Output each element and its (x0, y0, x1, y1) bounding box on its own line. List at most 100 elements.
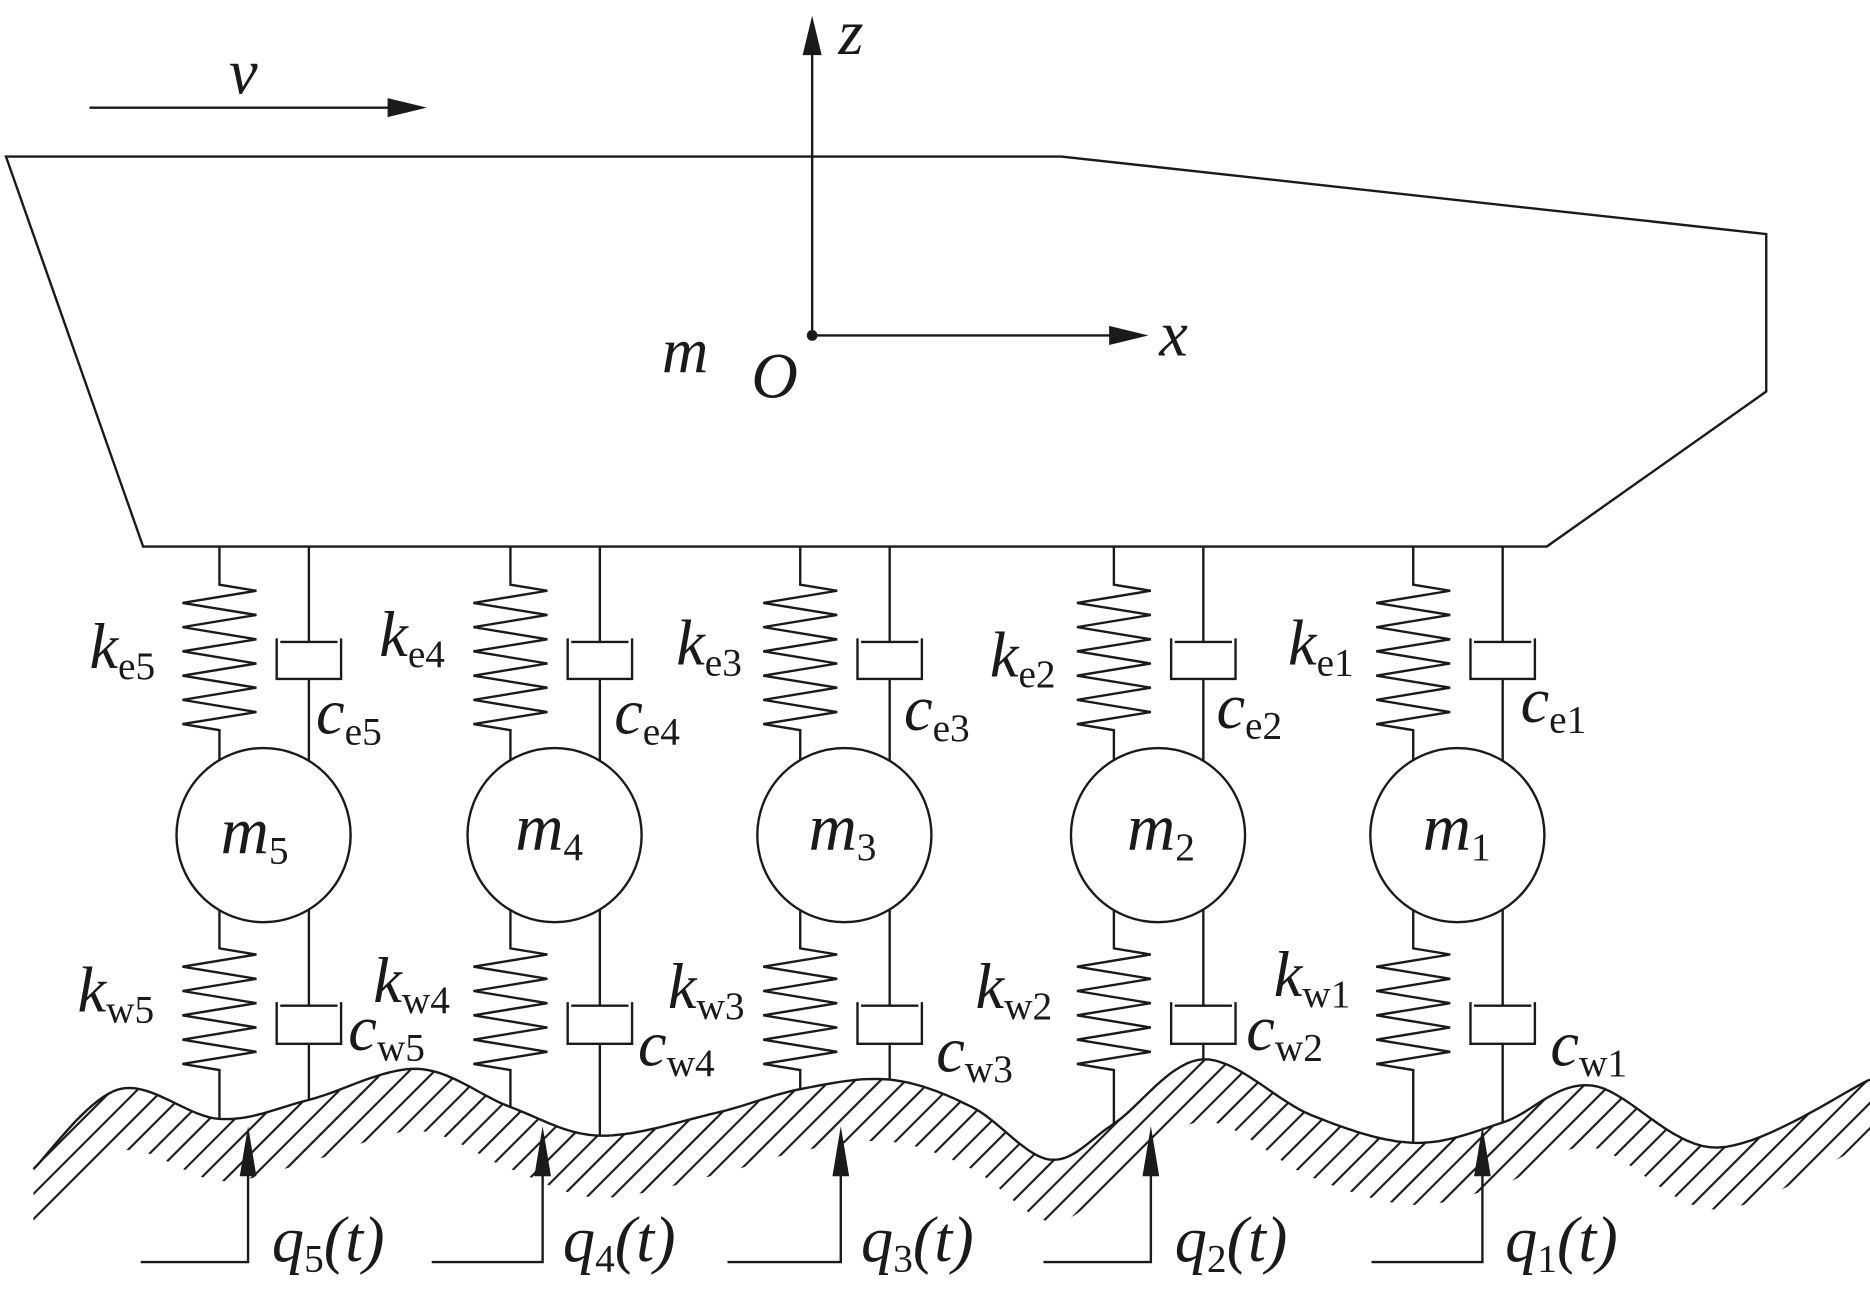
lower-damper-label-4-symbol: c (638, 1008, 667, 1079)
lower-spring-label-1-subscript: w1 (1302, 972, 1350, 1016)
excitation-label-3: q3(t) (861, 1204, 974, 1281)
upper-spring-label-3: ke3 (676, 608, 742, 685)
excitation-arrow-3 (727, 1126, 850, 1264)
x-axis-arrow-head (1109, 325, 1149, 345)
excitation-arrow-head-2 (1142, 1126, 1160, 1177)
upper-damper-label-3: ce3 (904, 673, 970, 750)
wheel-mass-2 (1069, 746, 1247, 924)
excitation-label-4-argument: (t) (615, 1204, 676, 1275)
velocity-arrow-head (387, 98, 427, 118)
lower-spring-label-5: kw5 (78, 955, 155, 1032)
upper-damper-1 (1469, 546, 1537, 761)
lower-spring-label-1: kw1 (1274, 939, 1351, 1016)
lower-spring-2 (1076, 910, 1152, 1124)
lower-spring-label-3-subscript: w3 (696, 984, 744, 1028)
excitation-arrow-base-2 (1043, 1171, 1153, 1264)
lower-spring-label-4-symbol: k (373, 945, 403, 1016)
excitation-label-2-symbol: q (1175, 1204, 1207, 1275)
excitation-arrow-4 (431, 1126, 551, 1264)
wheel-mass-label-3-subscript: 3 (857, 825, 877, 869)
upper-spring-label-5: ke5 (89, 611, 155, 688)
z-axis-label: z (837, 0, 863, 68)
lower-spring-label-3-symbol: k (668, 951, 698, 1022)
lower-damper-label-5-subscript: w5 (377, 1026, 425, 1070)
excitation-arrow-head-5 (239, 1126, 257, 1177)
wheel-mass-label-5: m5 (221, 794, 289, 873)
wheel-mass-label-4-subscript: 4 (563, 825, 583, 869)
upper-spring-label-2: ke2 (990, 620, 1056, 697)
excitation-label-2: q2(t) (1175, 1204, 1288, 1281)
lower-spring-5 (182, 910, 257, 1119)
upper-damper-label-5: ce5 (316, 677, 382, 754)
ground (32, 1058, 1870, 1232)
lower-spring-label-2-subscript: w2 (1004, 984, 1052, 1028)
wheel-mass-label-2-symbol: m (1127, 790, 1175, 864)
upper-damper-label-2: ce2 (1216, 671, 1282, 748)
upper-damper-label-1-subscript: e1 (1549, 698, 1586, 742)
origin-dot (806, 330, 818, 341)
coordinate-axes (802, 15, 1149, 345)
upper-spring-label-5-symbol: k (89, 611, 119, 682)
upper-damper-3 (856, 546, 924, 761)
wheel-mass-label-3-symbol: m (809, 790, 857, 864)
lower-damper-label-4: cw4 (638, 1008, 715, 1085)
road-profile-line (32, 1058, 1870, 1170)
origin-label: O (751, 340, 798, 411)
upper-damper-label-4-symbol: c (614, 677, 643, 748)
excitation-label-2-subscript: 2 (1207, 1237, 1227, 1281)
upper-damper-4 (566, 546, 634, 761)
upper-damper-5 (275, 546, 343, 761)
ground-hatching (33, 1059, 1870, 1232)
lower-damper-2 (1169, 909, 1237, 1060)
excitation-label-3-argument: (t) (913, 1204, 974, 1275)
lower-damper-4 (566, 909, 634, 1136)
excitation-label-1: q1(t) (1505, 1204, 1618, 1281)
lower-spring-1 (1376, 910, 1451, 1143)
lower-damper-label-1-subscript: w1 (1579, 1041, 1627, 1085)
lower-spring-label-2-symbol: k (976, 951, 1006, 1022)
excitation-label-4: q4(t) (563, 1204, 676, 1281)
lower-damper-label-5-symbol: c (348, 993, 377, 1064)
velocity-label: v (229, 36, 258, 107)
excitation-label-5: q5(t) (272, 1204, 385, 1281)
excitation-label-5-symbol: q (272, 1204, 304, 1275)
lower-damper-label-3: cw3 (936, 1014, 1013, 1091)
excitation-label-1-symbol: q (1505, 1204, 1537, 1275)
lower-spring-label-3: kw3 (668, 951, 745, 1028)
wheel-mass-label-5-subscript: 5 (269, 829, 289, 873)
lower-damper-label-2: cw2 (1246, 993, 1323, 1070)
lower-damper-label-1-symbol: c (1550, 1008, 1579, 1079)
upper-damper-label-3-subscript: e3 (933, 706, 970, 750)
lower-spring-label-4-subscript: w4 (402, 978, 450, 1022)
upper-spring-label-4-subscript: e4 (408, 632, 445, 676)
upper-damper-label-4: ce4 (614, 677, 680, 754)
excitation-arrow-base-3 (727, 1171, 842, 1264)
excitation-label-4-symbol: q (563, 1204, 595, 1275)
upper-spring-label-1-symbol: k (1288, 608, 1318, 679)
upper-spring-label-2-symbol: k (990, 620, 1020, 691)
upper-damper-label-3-symbol: c (904, 673, 933, 744)
upper-damper-label-1-symbol: c (1521, 665, 1550, 736)
wheel-mass-5 (175, 746, 352, 924)
wheel-mass-label-1-symbol: m (1423, 790, 1471, 864)
velocity-arrow (89, 98, 427, 118)
excitation-label-3-symbol: q (861, 1204, 893, 1275)
upper-damper-label-5-subscript: e5 (345, 709, 382, 753)
upper-spring-label-3-symbol: k (676, 608, 706, 679)
upper-damper-label-4-subscript: e4 (643, 709, 680, 753)
lower-damper-label-4-subscript: w4 (667, 1041, 715, 1085)
excitation-label-5-subscript: 5 (304, 1237, 324, 1281)
wheel-mass-label-2: m2 (1127, 790, 1195, 869)
lower-damper-label-3-subscript: w3 (965, 1047, 1013, 1091)
upper-spring-3 (763, 546, 838, 761)
upper-spring-label-4-symbol: k (379, 599, 409, 670)
excitation-arrow-base-4 (431, 1171, 544, 1264)
lower-damper-label-3-symbol: c (936, 1014, 965, 1085)
lower-spring-label-2: kw2 (976, 951, 1053, 1028)
upper-spring-2 (1076, 546, 1152, 761)
lower-damper-label-2-symbol: c (1246, 993, 1275, 1064)
body-mass-label: m (662, 315, 709, 386)
